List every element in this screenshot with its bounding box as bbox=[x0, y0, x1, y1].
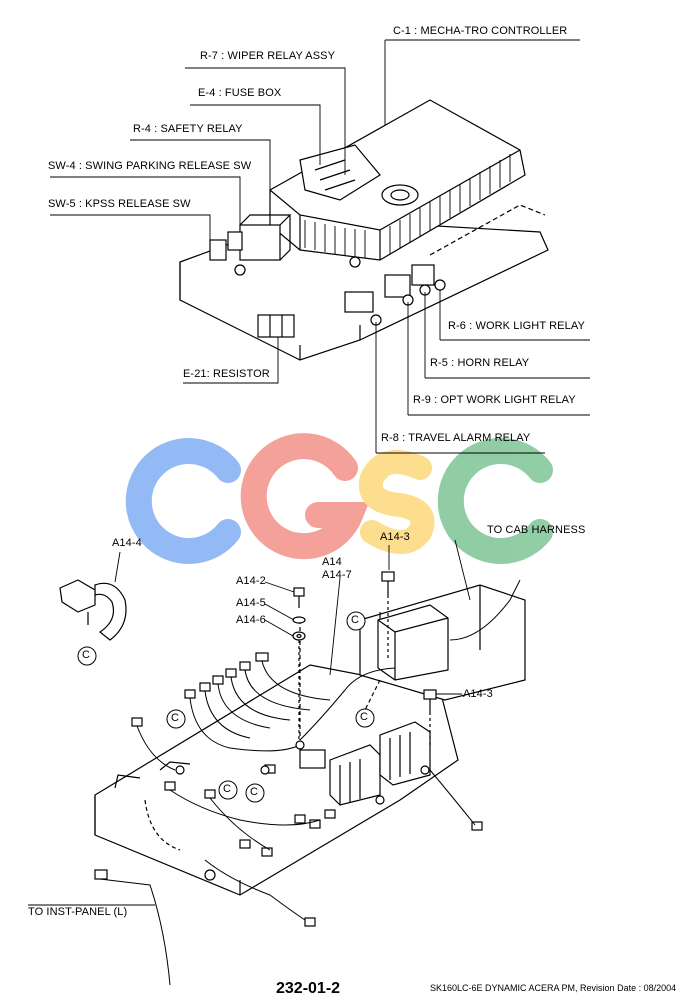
bolt-a14-3-right bbox=[423, 689, 437, 745]
c-markers bbox=[77, 611, 375, 803]
label-a14-7: A14-7 bbox=[322, 569, 352, 581]
watermark-c2 bbox=[437, 438, 553, 564]
label-a14-5: A14-5 bbox=[236, 597, 266, 609]
top-leader-lines bbox=[50, 39, 590, 454]
c-marker-1-label: C bbox=[82, 649, 91, 661]
c-marker-6-label: C bbox=[250, 786, 259, 798]
c-marker-6 bbox=[245, 783, 265, 803]
label-a14-3-right: A14-3 bbox=[463, 688, 493, 700]
label-to-inst-panel: TO INST-PANEL (L) bbox=[28, 906, 128, 918]
label-r9: R-9 : OPT WORK LIGHT RELAY bbox=[413, 394, 576, 406]
c-marker-4-label: C bbox=[360, 711, 369, 723]
label-e21: E-21: RESISTOR bbox=[183, 368, 270, 380]
c-marker-4 bbox=[355, 708, 375, 728]
revision-note: SK160LC-6E DYNAMIC ACERA PM, Revision Da… bbox=[430, 983, 677, 993]
label-r6: R-6 : WORK LIGHT RELAY bbox=[448, 320, 585, 332]
label-r5: R-5 : HORN RELAY bbox=[430, 357, 530, 369]
bolt-a14-3-top bbox=[381, 571, 395, 660]
c-marker-2-label: C bbox=[351, 614, 360, 626]
watermark-s bbox=[358, 449, 435, 554]
watermark-g bbox=[240, 433, 370, 560]
label-a14-6: A14-6 bbox=[236, 614, 266, 626]
label-c1: C-1 : MECHA-TRO CONTROLLER bbox=[393, 25, 568, 37]
page-number: 232-01-2 bbox=[276, 980, 341, 997]
c-marker-5 bbox=[218, 780, 238, 800]
c-marker-1 bbox=[77, 646, 97, 666]
controller-assembly bbox=[179, 99, 549, 361]
clamp-a14-4 bbox=[59, 579, 127, 641]
label-e4: E-4 : FUSE BOX bbox=[198, 87, 282, 99]
bolt-stack bbox=[292, 587, 306, 740]
label-r4: R-4 : SAFETY RELAY bbox=[133, 123, 243, 135]
c-marker-5-label: C bbox=[223, 783, 232, 795]
c-marker-3 bbox=[166, 709, 186, 729]
label-sw5: SW-5 : KPSS RELEASE SW bbox=[48, 198, 191, 210]
harness-assembly bbox=[94, 579, 526, 986]
bottom-leader-lines bbox=[28, 539, 471, 906]
label-to-cab-harness: TO CAB HARNESS bbox=[487, 524, 586, 536]
c-marker-2 bbox=[346, 611, 366, 631]
label-a14: A14 bbox=[322, 556, 342, 568]
cgsc-watermark bbox=[125, 433, 553, 564]
label-a14-3-top: A14-3 bbox=[380, 531, 410, 543]
label-a14-4: A14-4 bbox=[112, 537, 142, 549]
watermark-c1 bbox=[125, 438, 241, 564]
label-r7: R-7 : WIPER RELAY ASSY bbox=[200, 50, 336, 62]
label-sw4: SW-4 : SWING PARKING RELEASE SW bbox=[48, 160, 252, 172]
label-a14-2: A14-2 bbox=[236, 575, 266, 587]
c-marker-3-label: C bbox=[171, 712, 180, 724]
label-r8: R-8 : TRAVEL ALARM RELAY bbox=[381, 432, 531, 444]
